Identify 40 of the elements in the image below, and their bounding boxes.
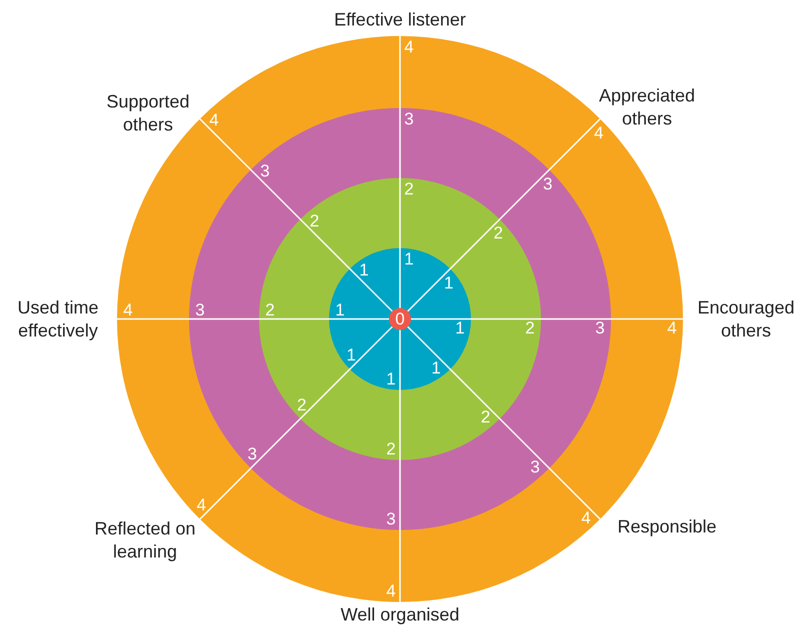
scale-number: 4 [386,582,396,600]
scale-number: 3 [595,320,605,336]
scale-number: 4 [594,124,604,142]
scale-number: 2 [525,320,535,336]
scale-number: 4 [581,509,591,526]
scale-number: 2 [386,440,396,458]
scale-number: 1 [386,370,396,388]
scale-number: 1 [455,320,465,336]
axis-label: Well organised [340,603,460,626]
scale-number: 2 [265,302,275,318]
scale-number: 2 [404,180,414,198]
scale-number: 1 [359,262,369,279]
scale-number: 4 [123,302,133,318]
scale-number: 2 [310,212,320,230]
axis-label: Reflected on learning [93,518,197,564]
scale-number: 3 [404,110,414,128]
scale-number: 4 [404,38,414,56]
scale-number: 0 [395,310,405,328]
scale-number: 3 [543,175,553,192]
scale-number: 4 [196,496,206,514]
scale-number: 3 [195,302,205,318]
axis-label: Used time effectively [16,296,100,343]
scale-number: 2 [480,408,490,426]
scale-number: 3 [386,510,396,528]
scale-number: 1 [346,346,356,364]
scale-number: 3 [530,458,540,476]
scale-number: 1 [404,250,414,268]
scale-number: 2 [296,396,306,414]
axis-label: Supported others [105,90,191,137]
axis-label: Effective listener [333,8,467,32]
scale-number: 1 [444,274,454,292]
scale-number: 1 [431,359,441,376]
scale-number: 4 [667,320,677,336]
scale-number: 1 [335,302,345,318]
scale-number: 3 [260,162,270,180]
scale-number: 4 [209,112,219,129]
axis-label: Responsible [616,515,718,538]
scale-number: 3 [247,446,257,463]
scale-number: 2 [494,224,504,242]
axis-label: Encouraged others [696,296,796,343]
